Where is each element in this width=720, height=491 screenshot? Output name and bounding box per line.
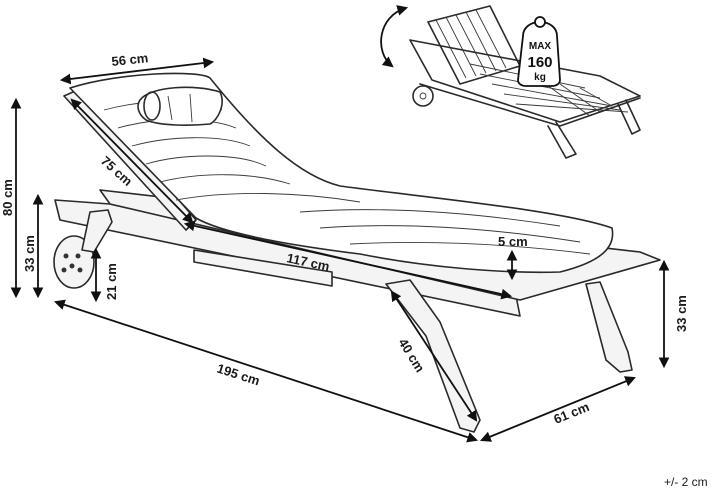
dim-mattress-thickness: 5 cm	[498, 234, 528, 249]
dim-wheel-height: 21 cm	[104, 263, 119, 300]
weight-icon: MAX 160 kg	[517, 16, 561, 87]
badge-unit-label: kg	[534, 72, 546, 83]
main-lounger	[53, 72, 661, 433]
dim-leg-length: 40 cm	[395, 336, 427, 375]
badge-weight-value: 160	[527, 54, 552, 71]
dim-seat-height: 33 cm	[22, 235, 37, 272]
tolerance-note: +/- 2 cm	[664, 475, 708, 489]
badge-max-label: MAX	[529, 41, 552, 52]
dim-leg-height: 33 cm	[674, 295, 689, 332]
dimension-lines	[10, 57, 670, 443]
inset-lounger	[380, 5, 641, 159]
dim-height-total: 80 cm	[0, 179, 15, 216]
dim-width-top: 56 cm	[111, 50, 149, 69]
rotate-arrow-icon	[380, 5, 409, 68]
dim-length-total: 195 cm	[215, 361, 262, 389]
